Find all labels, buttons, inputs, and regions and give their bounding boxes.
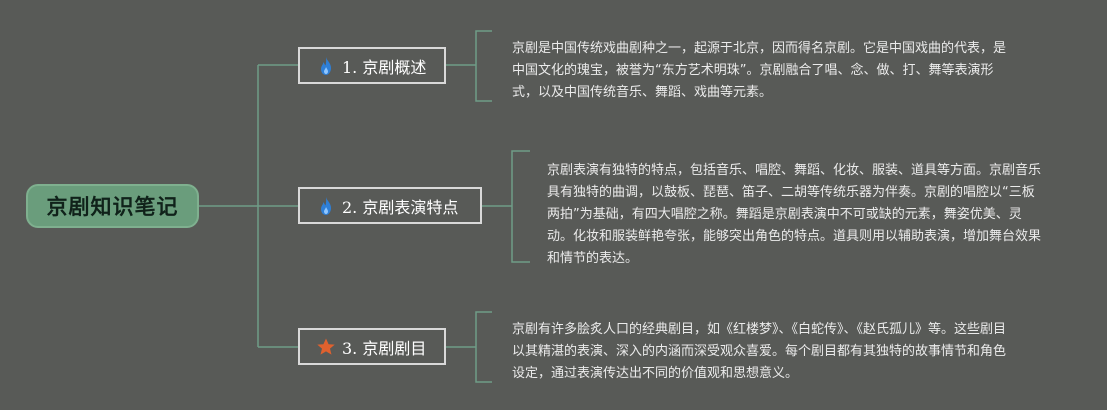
root-node[interactable]: 京剧知识笔记: [26, 184, 199, 228]
note-performance: 京剧表演有独特的特点，包括音乐、唱腔、舞蹈、化妆、服装、道具等方面。京剧音乐具有…: [547, 163, 1042, 266]
note-repertoire: 京剧有许多脍炙人口的经典剧目，如《红楼梦》、《白蛇传》、《赵氏孤儿》等。这些剧目…: [512, 322, 1007, 381]
fire-icon: [316, 56, 336, 76]
topic-label: 1. 京剧概述: [342, 57, 427, 77]
bracket-note-3: [475, 311, 492, 383]
fire-icon: [316, 196, 336, 216]
bracket-note-1: [475, 30, 492, 102]
topic-node-repertoire[interactable]: 3. 京剧剧目: [298, 328, 446, 365]
bracket-note-2: [511, 150, 530, 263]
topic-label: 3. 京剧剧目: [342, 338, 427, 358]
root-label: 京剧知识笔记: [46, 195, 179, 219]
topic-node-overview[interactable]: 1. 京剧概述: [298, 47, 446, 84]
star-icon: [316, 337, 336, 357]
topic-label: 2. 京剧表演特点: [342, 197, 459, 217]
topic-node-performance[interactable]: 2. 京剧表演特点: [298, 187, 482, 224]
note-overview: 京剧是中国传统戏曲剧种之一，起源于北京，因而得名京剧。它是中国戏曲的代表，是中国…: [512, 41, 1007, 100]
